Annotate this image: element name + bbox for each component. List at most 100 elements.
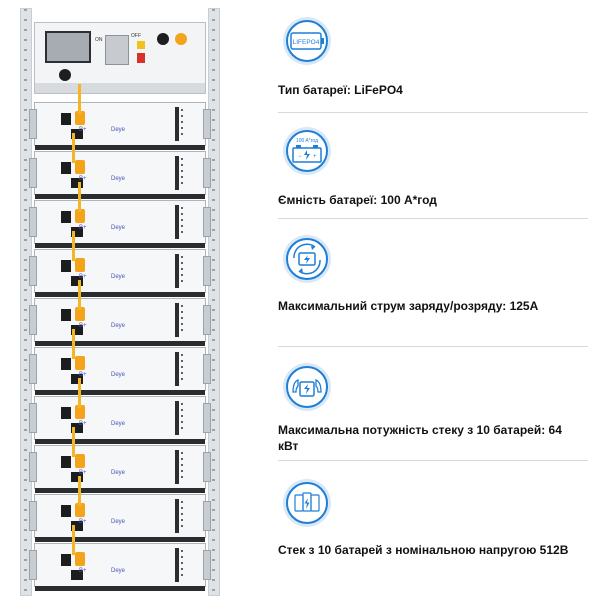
controller-screen (45, 31, 91, 63)
orange-cable (78, 84, 81, 114)
module-handle-left (29, 256, 37, 286)
module-side-dots (181, 452, 183, 482)
module-port (61, 358, 71, 370)
controller-port-orange (175, 33, 187, 45)
module-port-orange (75, 111, 85, 125)
feature-title-stack: Стек з 10 батарей з номінальною напругою… (278, 543, 569, 557)
module-port (61, 456, 71, 468)
module-handle-left (29, 501, 37, 531)
module-side-dots (181, 501, 183, 531)
module-handle-right (203, 305, 211, 335)
battery-module: B+ Deye (29, 102, 211, 150)
module-handle-left (29, 109, 37, 139)
module-side-dots (181, 207, 183, 237)
module-port-orange (75, 454, 85, 468)
module-port-orange (75, 258, 85, 272)
module-handle-left (29, 550, 37, 580)
module-bplus-label: B+ (79, 274, 87, 280)
module-brand-label: Deye (111, 225, 126, 231)
module-handle-right (203, 109, 211, 139)
lifepo4-battery-icon: LIFEPO4 (282, 16, 332, 66)
divider (278, 460, 588, 461)
controller-off-label: OFF (131, 33, 141, 39)
module-port (61, 554, 71, 566)
module-brand-label: Deye (111, 127, 126, 133)
orange-cable (78, 378, 81, 408)
controller-on-label: ON (95, 37, 103, 43)
battery-capacity-icon: − + 100 A*год (282, 126, 332, 176)
module-port-orange (75, 405, 85, 419)
module-port (61, 162, 71, 174)
battery-module: B+ Deye (29, 200, 211, 248)
module-side-dots (181, 109, 183, 139)
module-port (71, 178, 83, 188)
module-handle-left (29, 452, 37, 482)
battery-module: B+ Deye (29, 445, 211, 493)
module-bplus-label: B+ (79, 421, 87, 427)
module-brand-label: Deye (111, 274, 126, 280)
module-side-dots (181, 158, 183, 188)
divider (278, 346, 588, 347)
divider (278, 218, 588, 219)
module-port-orange (75, 209, 85, 223)
module-port-orange (75, 356, 85, 370)
module-bplus-label: B+ (79, 519, 87, 525)
module-handle-right (203, 501, 211, 531)
module-side-bar (175, 254, 179, 288)
icon-text-capacity: 100 A*год (296, 138, 318, 144)
module-brand-label: Deye (111, 568, 126, 574)
orange-cable (78, 476, 81, 506)
module-brand-label: Deye (111, 470, 126, 476)
module-port (61, 309, 71, 321)
module-side-bar (175, 352, 179, 386)
module-port (61, 505, 71, 517)
feature-title-capacity: Ємність батареї: 100 А*год (278, 193, 437, 207)
module-bplus-label: B+ (79, 372, 87, 378)
module-brand-label: Deye (111, 519, 126, 525)
module-port-orange (75, 160, 85, 174)
module-port (71, 472, 83, 482)
charge-discharge-icon (282, 234, 332, 284)
module-port (71, 227, 83, 237)
orange-cable (78, 280, 81, 310)
module-handle-left (29, 305, 37, 335)
orange-cable (72, 231, 75, 261)
icon-text-lifepo4: LIFEPO4 (293, 39, 320, 46)
module-side-bar (175, 156, 179, 190)
module-brand-label: Deye (111, 372, 126, 378)
module-bplus-label: B+ (79, 225, 87, 231)
battery-stack-icon (282, 478, 332, 528)
module-side-bar (175, 205, 179, 239)
module-bplus-label: B+ (79, 568, 87, 574)
module-handle-left (29, 354, 37, 384)
module-side-bar (175, 499, 179, 533)
module-handle-left (29, 207, 37, 237)
module-side-dots (181, 305, 183, 335)
battery-module: B+ Deye (29, 543, 211, 591)
module-bplus-label: B+ (79, 127, 87, 133)
module-port-orange (75, 307, 85, 321)
module-side-dots (181, 354, 183, 384)
module-port (71, 325, 83, 335)
module-bplus-label: B+ (79, 470, 87, 476)
battery-module: B+ Deye (29, 347, 211, 395)
module-handle-right (203, 158, 211, 188)
orange-cable (72, 427, 75, 457)
module-side-dots (181, 403, 183, 433)
battery-module: B+Deye (29, 151, 211, 199)
module-side-bar (175, 401, 179, 435)
svg-text:+: + (313, 154, 317, 160)
orange-cable (72, 329, 75, 359)
stack-power-icon (282, 362, 332, 412)
module-port (71, 423, 83, 433)
module-port (71, 374, 83, 384)
module-brand-label: Deye (111, 176, 126, 182)
module-handle-right (203, 207, 211, 237)
battery-module: B+ Deye (29, 249, 211, 297)
module-port (71, 521, 83, 531)
orange-cable (72, 525, 75, 555)
feature-title-battery-type: Тип батареї: LiFePO4 (278, 83, 403, 97)
module-handle-right (203, 256, 211, 286)
module-handle-right (203, 452, 211, 482)
